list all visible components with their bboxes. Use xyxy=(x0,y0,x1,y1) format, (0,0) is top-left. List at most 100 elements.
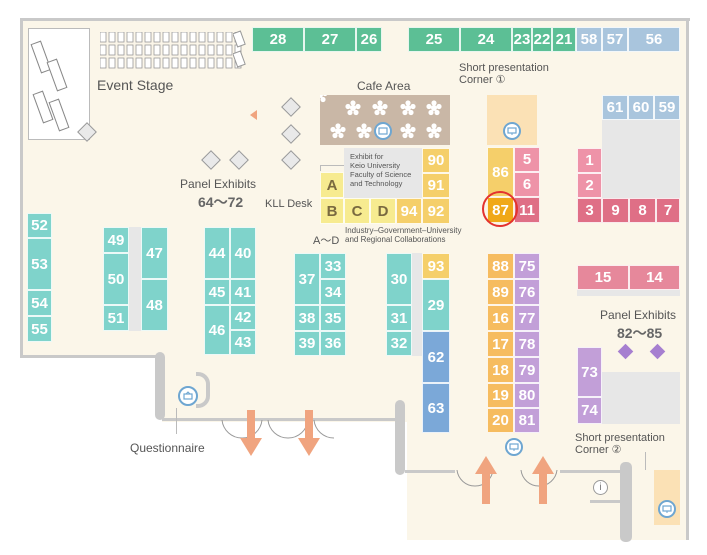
panel-exhibits-right-range: 82～85 xyxy=(617,325,663,341)
booth-15[interactable]: 15 xyxy=(577,265,629,290)
booth-28[interactable]: 28 xyxy=(252,27,304,52)
booth-11[interactable]: 11 xyxy=(514,197,540,223)
booth-51[interactable]: 51 xyxy=(103,305,129,331)
booth-57[interactable]: 57 xyxy=(602,27,628,52)
booth-60[interactable]: 60 xyxy=(628,95,654,120)
booth-26[interactable]: 26 xyxy=(356,27,382,52)
booth-54[interactable]: 54 xyxy=(27,290,52,316)
booth-55[interactable]: 55 xyxy=(27,316,52,342)
booth-C[interactable]: C xyxy=(344,198,370,224)
booth-19[interactable]: 19 xyxy=(487,383,514,408)
booth-44[interactable]: 44 xyxy=(204,227,230,279)
booth-40[interactable]: 40 xyxy=(230,227,256,279)
booth-81[interactable]: 81 xyxy=(514,408,540,433)
booth-7[interactable]: 7 xyxy=(656,198,680,223)
booth-35[interactable]: 35 xyxy=(320,305,346,331)
booth-63[interactable]: 63 xyxy=(422,383,450,433)
booth-88[interactable]: 88 xyxy=(487,253,514,279)
booth-52[interactable]: 52 xyxy=(27,213,52,238)
booth-73[interactable]: 73 xyxy=(577,347,602,397)
booth-48[interactable]: 48 xyxy=(141,279,168,331)
booth-30[interactable]: 30 xyxy=(386,253,412,305)
booth-5[interactable]: 5 xyxy=(514,147,540,172)
booth-27[interactable]: 27 xyxy=(304,27,356,52)
booth-38[interactable]: 38 xyxy=(294,305,320,331)
booth-74[interactable]: 74 xyxy=(577,397,602,424)
outside-area-left xyxy=(22,358,162,540)
wall-bottom-1 xyxy=(405,470,455,473)
booth-42[interactable]: 42 xyxy=(230,305,256,330)
booth-53[interactable]: 53 xyxy=(27,238,52,290)
pillar-right xyxy=(620,462,632,542)
booth-47[interactable]: 47 xyxy=(141,227,168,279)
booth-B[interactable]: B xyxy=(320,198,344,224)
booth-1[interactable]: 1 xyxy=(577,148,602,173)
wall-mid xyxy=(162,418,397,421)
booth-89[interactable]: 89 xyxy=(487,279,514,305)
booth-90[interactable]: 90 xyxy=(422,148,450,173)
booth-17[interactable]: 17 xyxy=(487,331,514,357)
booth-46[interactable]: 46 xyxy=(204,305,230,355)
booth-D[interactable]: D xyxy=(370,198,396,224)
corner2-pointer xyxy=(645,452,646,470)
booth-16[interactable]: 16 xyxy=(487,305,514,331)
booth-20[interactable]: 20 xyxy=(487,408,514,433)
booth-21[interactable]: 21 xyxy=(552,27,576,52)
booth-37[interactable]: 37 xyxy=(294,253,320,305)
booth-36[interactable]: 36 xyxy=(320,331,346,356)
booth-14[interactable]: 14 xyxy=(629,265,680,290)
event-stage-label: Event Stage xyxy=(97,77,174,93)
booth-79[interactable]: 79 xyxy=(514,357,540,383)
cafe-area[interactable] xyxy=(312,87,450,145)
booth-61[interactable]: 61 xyxy=(602,95,628,120)
booth-93[interactable]: 93 xyxy=(422,253,450,279)
booth-62[interactable]: 62 xyxy=(422,331,450,383)
booth-29[interactable]: 29 xyxy=(422,279,450,331)
booth-34[interactable]: 34 xyxy=(320,279,346,305)
block-73-74 xyxy=(602,372,680,424)
booth-75[interactable]: 75 xyxy=(514,253,540,279)
panel-exhibits-left-title: Panel Exhibits xyxy=(180,177,257,191)
booth-50[interactable]: 50 xyxy=(103,253,129,305)
presentation-icon xyxy=(505,438,523,456)
booth-23[interactable]: 23 xyxy=(512,27,532,52)
booth-33[interactable]: 33 xyxy=(320,253,346,279)
booth-80[interactable]: 80 xyxy=(514,383,540,408)
booth-22[interactable]: 22 xyxy=(532,27,552,52)
booth-77[interactable]: 77 xyxy=(514,305,540,331)
entrance-arrow-icon xyxy=(475,456,497,504)
booth-43[interactable]: 43 xyxy=(230,330,256,355)
presentation-icon xyxy=(503,122,521,140)
booth-56[interactable]: 56 xyxy=(628,27,680,52)
booth-41[interactable]: 41 xyxy=(230,279,256,305)
booth-94[interactable]: 94 xyxy=(396,198,422,224)
booth-24[interactable]: 24 xyxy=(460,27,512,52)
keio-exhibit-area[interactable] xyxy=(344,148,422,198)
info-icon[interactable]: i xyxy=(593,480,608,495)
booth-49[interactable]: 49 xyxy=(103,227,129,253)
booth-31[interactable]: 31 xyxy=(386,305,412,331)
booth-59[interactable]: 59 xyxy=(654,95,680,120)
booth-25[interactable]: 25 xyxy=(408,27,460,52)
booth-91[interactable]: 91 xyxy=(422,173,450,198)
questionnaire-icon[interactable] xyxy=(178,386,198,406)
booth-A[interactable]: A xyxy=(320,172,344,198)
short-corner-1-label: Short presentation Corner ① xyxy=(459,62,549,86)
highlight-circle xyxy=(482,191,518,227)
booth-39[interactable]: 39 xyxy=(294,331,320,356)
booth-76[interactable]: 76 xyxy=(514,279,540,305)
booth-78[interactable]: 78 xyxy=(514,331,540,357)
booth-32[interactable]: 32 xyxy=(386,331,412,356)
booth-58[interactable]: 58 xyxy=(576,27,602,52)
booth-8[interactable]: 8 xyxy=(629,198,656,223)
booth-45[interactable]: 45 xyxy=(204,279,230,305)
booth-6[interactable]: 6 xyxy=(514,172,540,197)
booth-86[interactable]: 86 xyxy=(487,147,514,197)
booth-2[interactable]: 2 xyxy=(577,173,602,198)
booth-18[interactable]: 18 xyxy=(487,357,514,383)
block-15-14-base xyxy=(577,290,680,296)
booth-3[interactable]: 3 xyxy=(577,198,602,223)
booth-9[interactable]: 9 xyxy=(602,198,629,223)
booth-92[interactable]: 92 xyxy=(422,198,450,224)
industry-collab-label: Industry–Government–University and Regio… xyxy=(345,226,462,244)
